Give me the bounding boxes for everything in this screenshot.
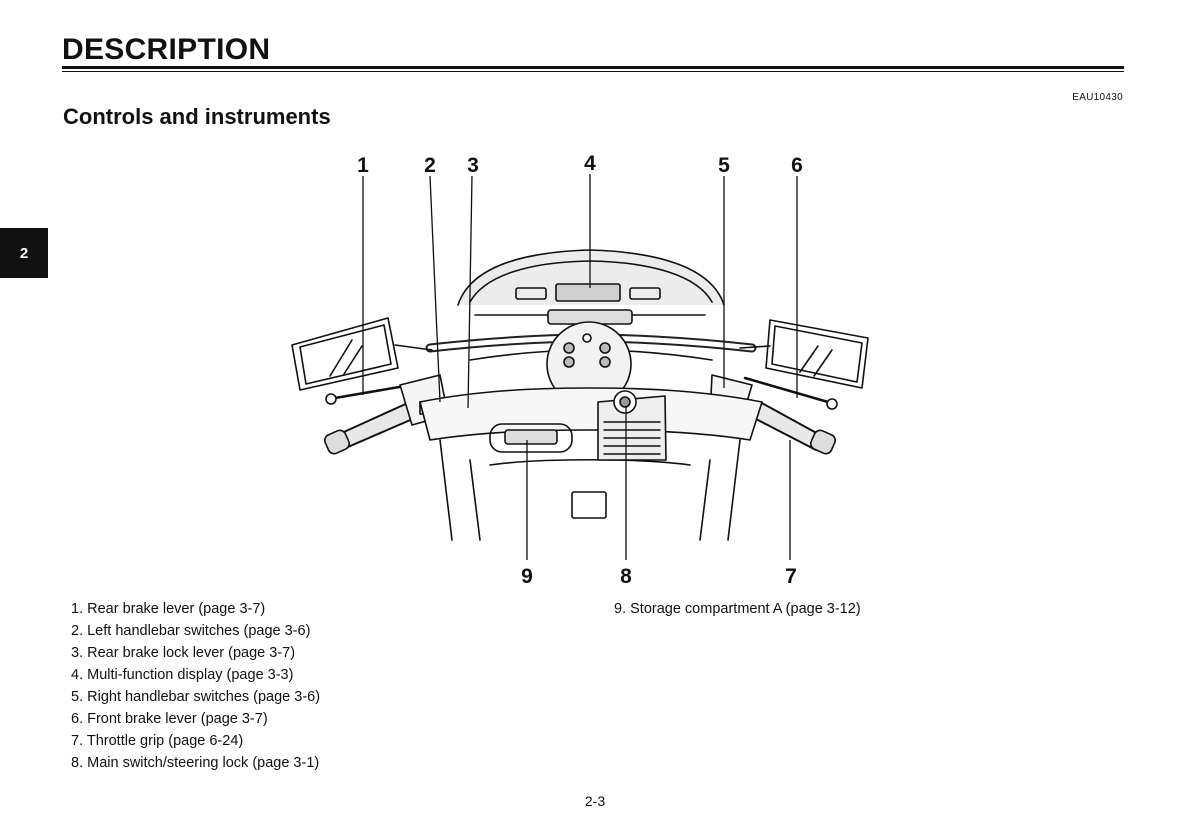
legend-item-6: 6. Front brake lever (page 3-7) [71, 711, 268, 727]
front-panel-illustration [419, 387, 763, 541]
header-rule-thin [62, 71, 1124, 72]
callout-6: 6 [791, 154, 803, 177]
left-mirror-illustration [291, 317, 433, 391]
steering-head-illustration [546, 321, 632, 407]
leader-line-2 [429, 175, 441, 403]
callout-7: 7 [785, 565, 797, 588]
page-number: 2-3 [584, 793, 606, 809]
leader-line-3 [467, 175, 473, 409]
section-title: Controls and instruments [63, 104, 331, 129]
callout-5: 5 [718, 154, 730, 177]
page-header-title: DESCRIPTION [62, 33, 271, 66]
legend-item-1: 1. Rear brake lever (page 3-7) [71, 601, 266, 617]
storage-compartment-illustration [489, 423, 573, 453]
right-mirror-illustration [739, 319, 869, 389]
callout-4: 4 [584, 152, 596, 175]
header-rule-thick [62, 66, 1124, 69]
callout-8: 8 [620, 565, 632, 588]
multi-function-display-illustration [515, 283, 661, 325]
legend-item-8: 8. Main switch/steering lock (page 3-1) [71, 755, 320, 771]
callout-1: 1 [357, 154, 369, 177]
document-code: EAU10430 [1072, 92, 1123, 103]
legend-item-2: 2. Left handlebar switches (page 3-6) [71, 623, 311, 639]
callout-3: 3 [467, 154, 479, 177]
legend-item-3: 3. Rear brake lock lever (page 3-7) [71, 645, 296, 661]
windscreen-illustration [457, 249, 725, 316]
legend-item-5: 5. Right handlebar switches (page 3-6) [71, 689, 321, 705]
legend-list-right: 9. Storage compartment A (page 3-12) [614, 598, 861, 620]
chapter-tab: 2 [0, 228, 48, 278]
legend-list-left: 1. Rear brake lever (page 3-7) 2. Left h… [71, 598, 320, 774]
callout-9: 9 [521, 565, 533, 588]
main-switch-illustration [597, 390, 667, 461]
callout-2: 2 [424, 154, 436, 177]
legend-item-4: 4. Multi-function display (page 3-3) [71, 667, 294, 683]
callout-leader-lines [362, 174, 798, 560]
handlebar-diagram: 1 2 3 4 5 6 7 8 9 [291, 152, 869, 588]
legend-item-9: 9. Storage compartment A (page 3-12) [614, 601, 861, 617]
legend-item-7: 7. Throttle grip (page 6-24) [71, 733, 244, 749]
